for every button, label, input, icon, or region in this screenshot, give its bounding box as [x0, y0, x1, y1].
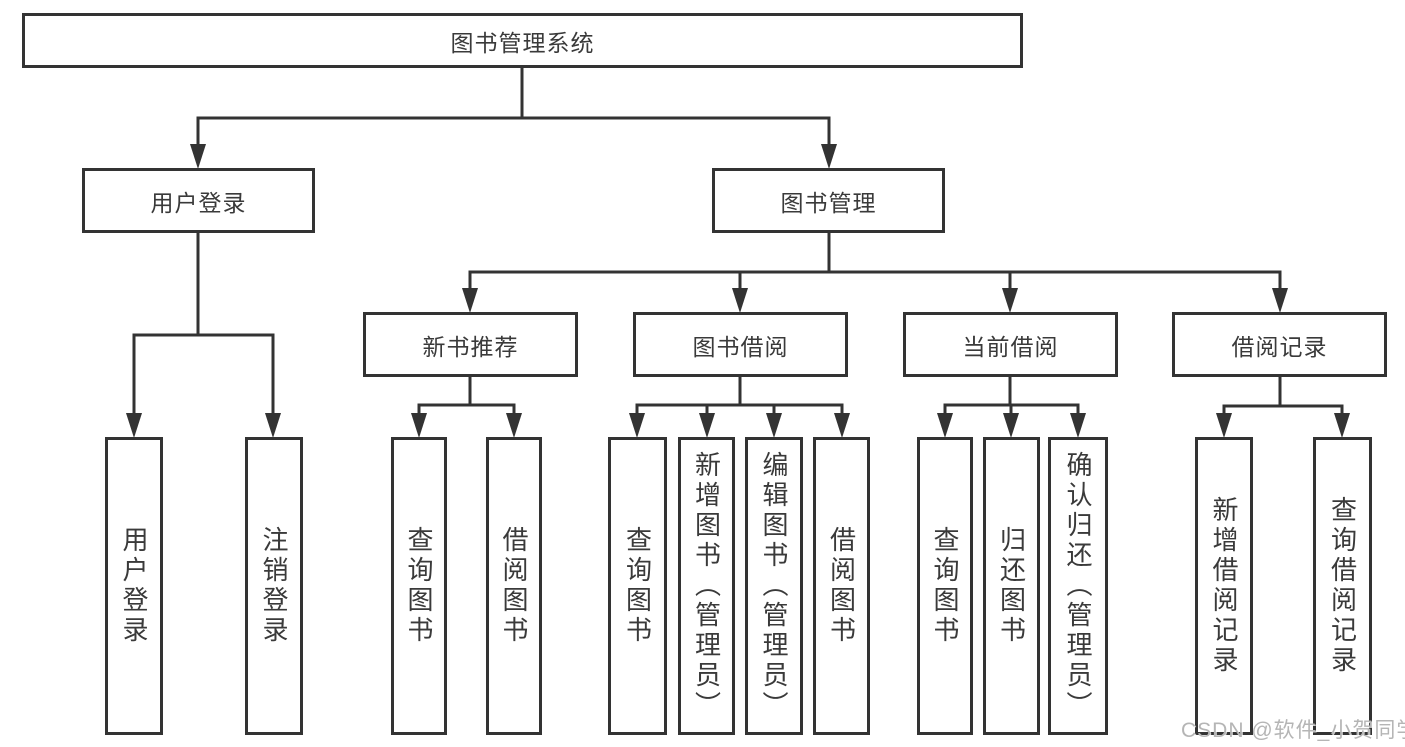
- connector-bookborrow-branch: [635, 377, 844, 428]
- leaf-confirm-return-admin: 确认归还（管理员）: [1048, 437, 1108, 735]
- node-library-management-system: 图书管理系统: [22, 13, 1023, 68]
- leaf-borrow-books-recommend: 借阅图书: [486, 437, 542, 735]
- connector-root-branch: [196, 116, 831, 160]
- leaf-query-books-current: 查询图书: [917, 437, 973, 735]
- leaf-query-borrow-record: 查询借阅记录: [1313, 437, 1372, 735]
- leaf-borrow-books: 借阅图书: [813, 437, 870, 735]
- node-user-login: 用户登录: [82, 168, 315, 233]
- leaf-add-borrow-record: 新增借阅记录: [1195, 437, 1253, 735]
- connector-newbook-branch: [417, 377, 516, 428]
- connector-records-branch: [1222, 377, 1344, 428]
- node-current-borrow: 当前借阅: [903, 312, 1118, 377]
- connector-userlogin-branch: [132, 333, 275, 428]
- connector-currentborrow-branch: [943, 377, 1080, 428]
- leaf-add-books-admin: 新增图书（管理员）: [678, 437, 735, 735]
- node-book-management: 图书管理: [712, 168, 945, 233]
- connector-bookmgmt-branch: [468, 270, 1282, 302]
- node-book-borrow: 图书借阅: [633, 312, 848, 377]
- node-borrow-records: 借阅记录: [1172, 312, 1387, 377]
- leaf-logout: 注销登录: [245, 437, 303, 735]
- watermark: CSDN @软件_小贺同学: [1181, 719, 1405, 742]
- node-new-book-recommend: 新书推荐: [363, 312, 578, 377]
- leaf-return-books: 归还图书: [983, 437, 1040, 735]
- leaf-user-login: 用户登录: [105, 437, 163, 735]
- leaf-edit-books-admin: 编辑图书（管理员）: [745, 437, 803, 735]
- leaf-query-books-recommend: 查询图书: [391, 437, 447, 735]
- leaf-query-books-borrow: 查询图书: [608, 437, 667, 735]
